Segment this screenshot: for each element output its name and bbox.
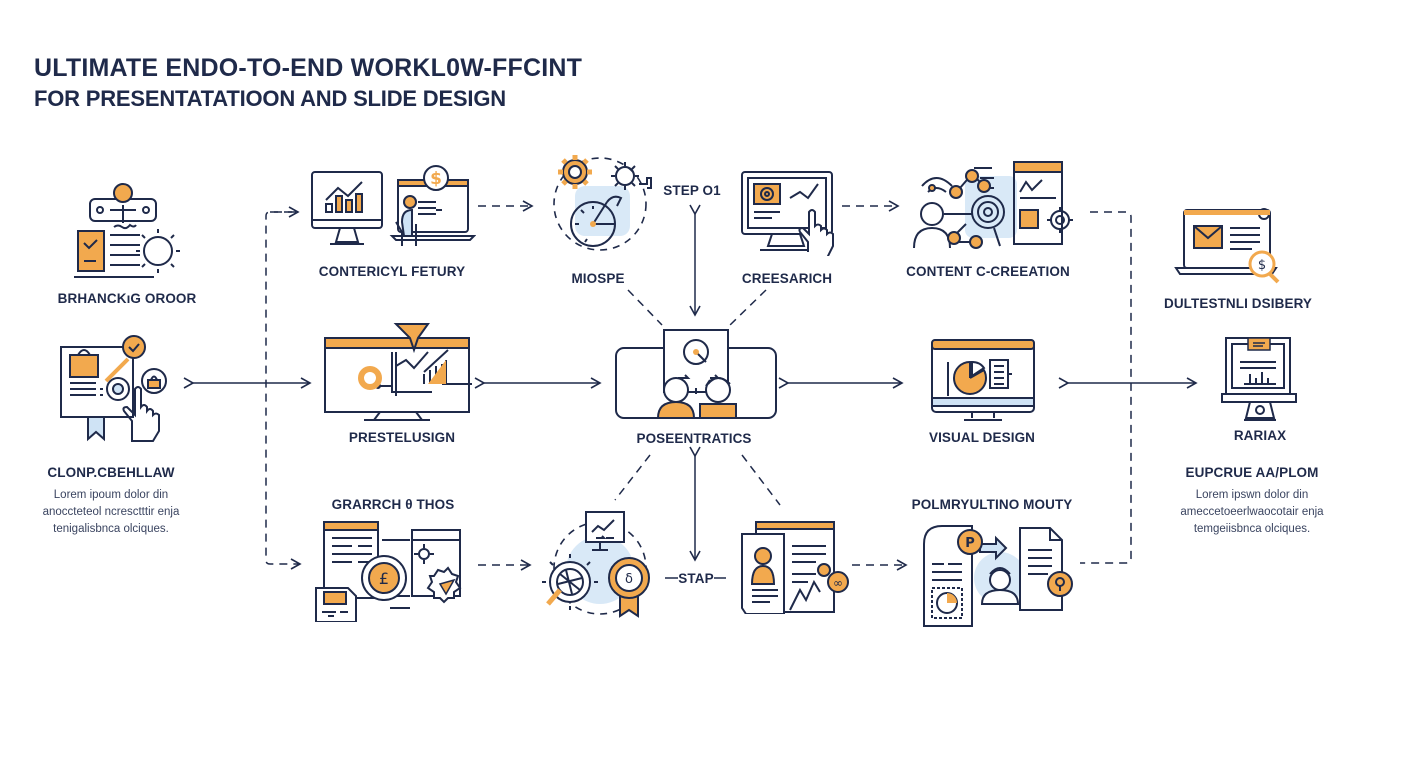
svg-text:$: $ (1258, 258, 1266, 273)
label-branching: BRHANCKıG OROOR (57, 291, 197, 306)
document-flow-icon: P (923, 525, 1073, 627)
label-rariax: RARIAX (1233, 428, 1287, 443)
svg-text:δ: δ (625, 572, 633, 587)
description-eupcrue: Lorem ipswn dolor din ameccetoeerlwaocot… (1180, 489, 1324, 535)
label-miospe: MIOSPE (571, 271, 625, 286)
label-presentatics: POSEENTRATICS (636, 431, 752, 446)
laptop-mail-icon: $ (1174, 208, 1280, 284)
svg-text:$: $ (430, 169, 442, 189)
label-visual-design: VISUAL DESIGN (928, 430, 1036, 445)
monitor-touch-icon (741, 171, 834, 256)
monitor-pie-icon (931, 339, 1035, 421)
team-presentation-icon (615, 329, 777, 419)
docs-coin-badge-icon: £ (315, 521, 462, 622)
document-hand-icon (60, 335, 167, 442)
gears-gauge-icon (553, 155, 652, 251)
label-research: CREESARICH (741, 271, 833, 286)
resume-profile-icon: ∞ (741, 521, 849, 614)
title-line-2: FOR PRESENTATATIOON AND SLIDE DESIGN (34, 86, 506, 111)
label-stap: STAP (678, 571, 714, 586)
label-polmryultino: POLMRYULTINO MOUTY (911, 497, 1073, 512)
monitor-chart-icon: $ (311, 165, 476, 246)
label-grarrch: GRARRCH θ THOS (331, 497, 455, 512)
left-dashed-bracket (265, 211, 302, 570)
label-eupcrue: EUPCRUE AA/PLOM (1185, 465, 1319, 480)
form-gear-icon (74, 183, 180, 278)
svg-text:P: P (965, 536, 975, 551)
svg-text:∞: ∞ (833, 576, 843, 590)
title-line-1: ULTIMATE ENDO-TO-END WORKL0W-FFCINT (34, 54, 583, 82)
network-target-icon (913, 161, 1073, 249)
label-content-creation: CONTENT C-CREEATION (906, 264, 1070, 279)
right-dashed-bracket (1080, 211, 1132, 564)
kiosk-chart-icon (1221, 337, 1297, 421)
monitor-analytics-icon (324, 323, 472, 421)
gear-award-icon: δ (542, 511, 650, 618)
description-clone-check: Lorem ipoum dolor din anoccteteol ncresc… (42, 489, 180, 535)
label-content-feature: CONTERICYL FETURY (318, 264, 466, 279)
label-step-01: STEP O1 (663, 183, 721, 198)
label-prestelusign: PRESTELUSIGN (348, 430, 456, 445)
label-clone-check: CLONP.CBEHLLAW (47, 465, 175, 480)
svg-text:£: £ (379, 569, 389, 588)
label-delivery: DULTESTNLI DSIBERY (1163, 296, 1313, 311)
